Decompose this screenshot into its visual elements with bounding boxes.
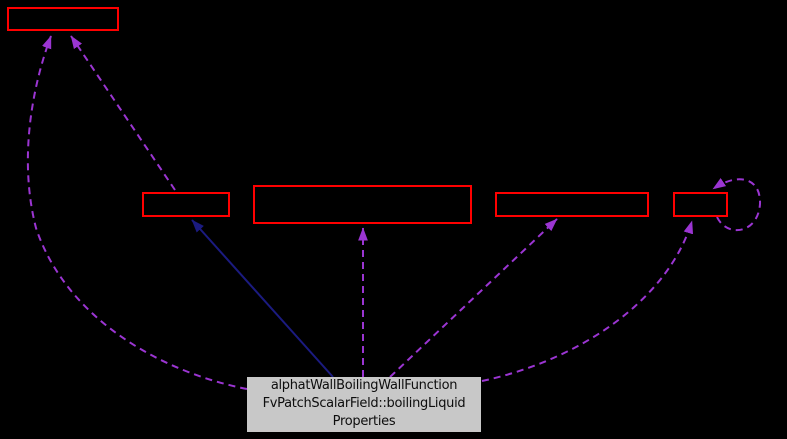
main-node-label-line-2: FvPatchScalarField::boilingLiquid (262, 396, 466, 411)
main-node-label-line-1: alphatWallBoilingWallFunction (270, 378, 458, 393)
main-node-label-line-3: Properties (332, 414, 396, 429)
class-node-top-left[interactable] (7, 7, 119, 31)
class-node-mid-4[interactable] (673, 192, 728, 217)
edge-usage-main-to-mid4 (481, 220, 694, 382)
class-node-mid-2[interactable] (253, 185, 472, 224)
edge-usage-main-to-topleft (26, 35, 248, 390)
class-node-mid-3[interactable] (495, 192, 649, 217)
edge-usage-main-to-mid3 (389, 218, 558, 378)
class-node-mid-1[interactable] (142, 192, 230, 217)
edge-usage-mid1-to-topleft (70, 35, 176, 191)
edge-usage-mid4-self-loop (712, 178, 762, 232)
edge-inheritance-main-to-mid1 (191, 219, 334, 378)
main-class-node[interactable]: alphatWallBoilingWallFunction FvPatchSca… (247, 377, 481, 432)
